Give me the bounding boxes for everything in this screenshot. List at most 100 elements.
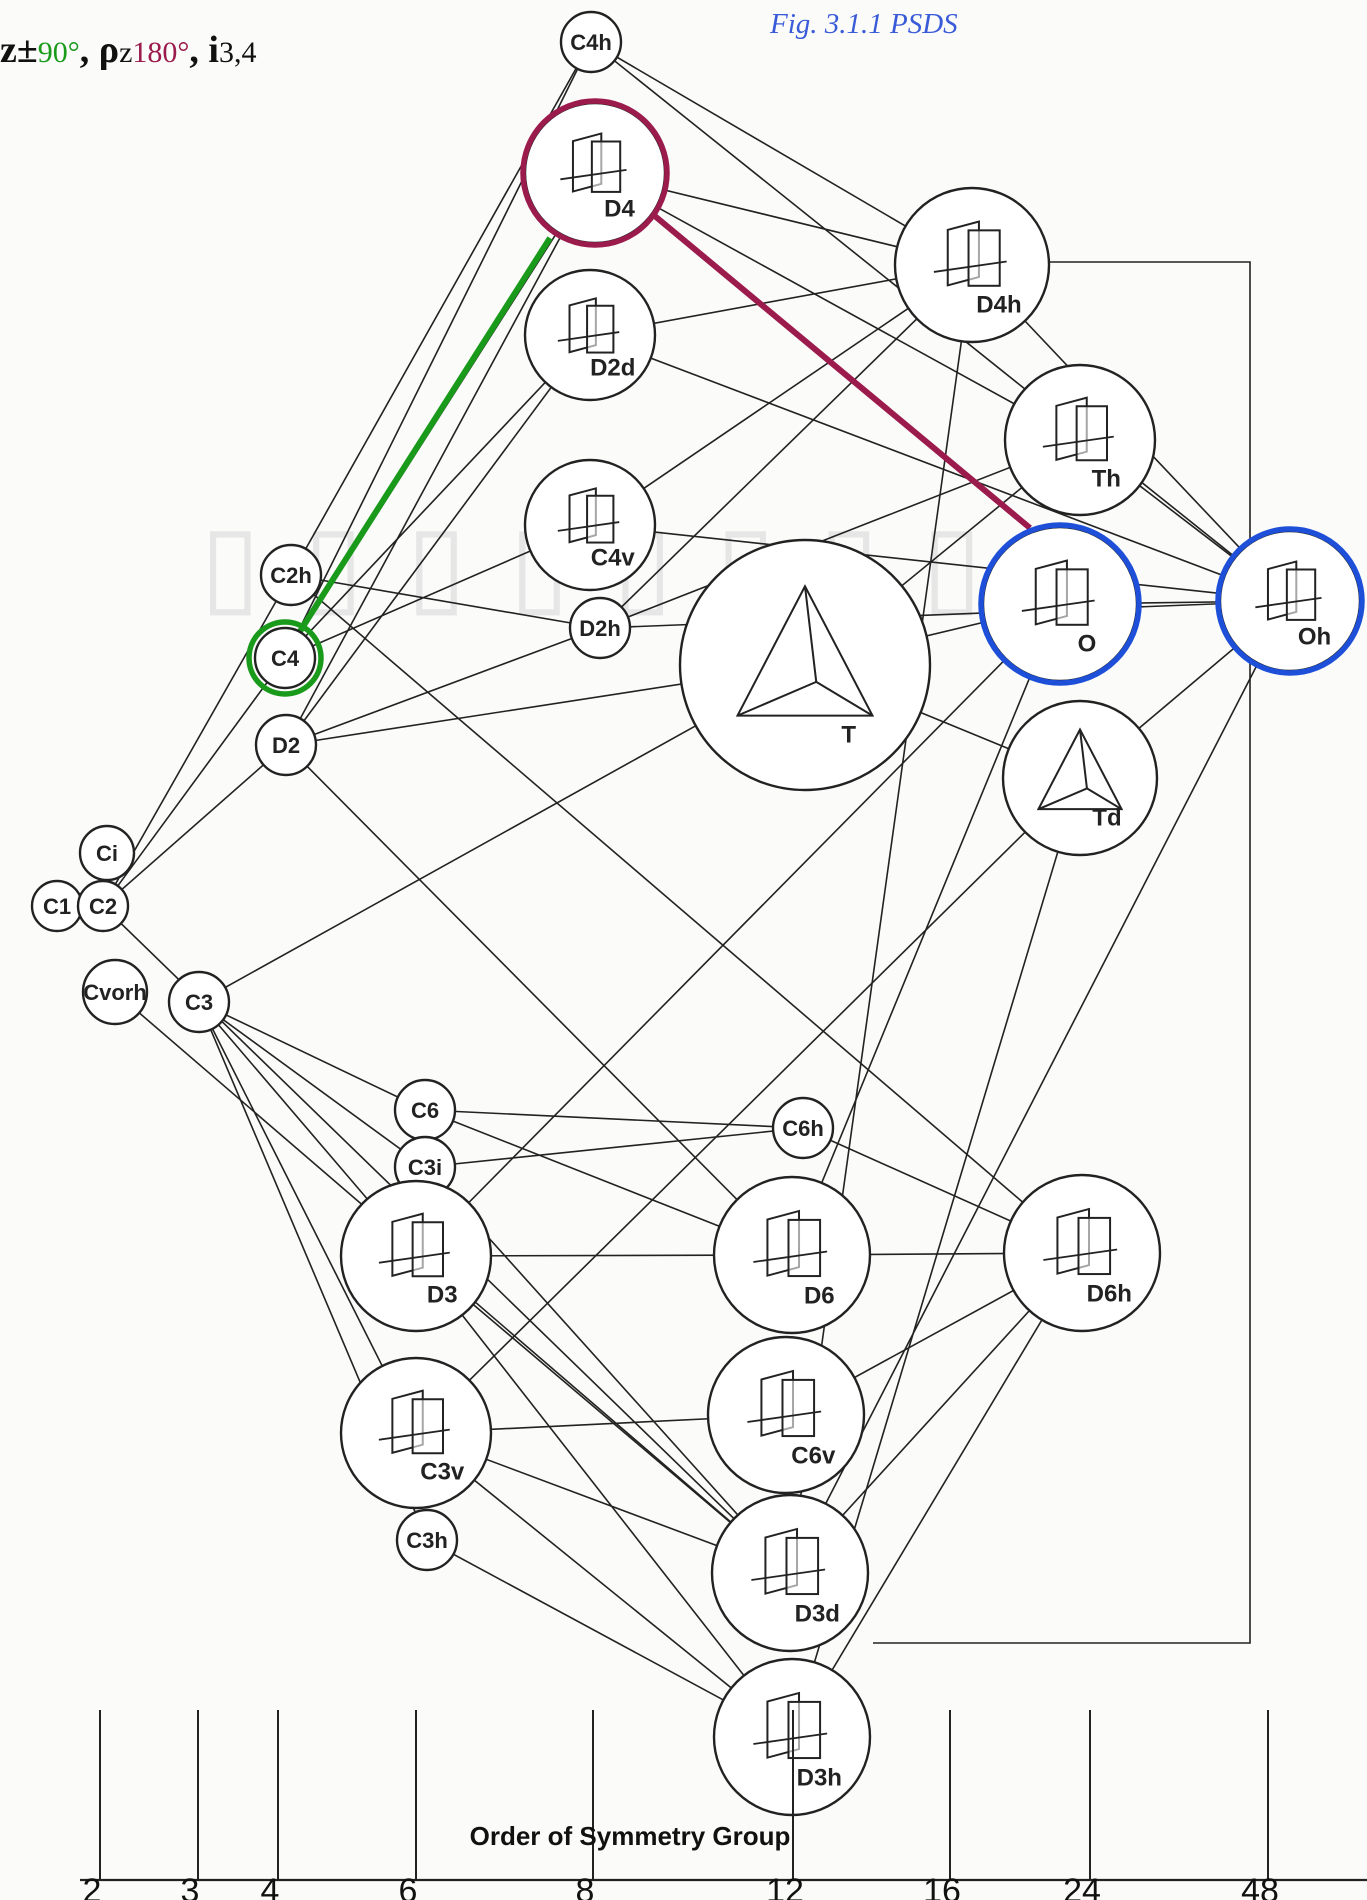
node-D6h: D6h	[1002, 1173, 1162, 1333]
node-label-D4: D4	[604, 195, 635, 222]
node-Cvorh: Cvorh	[81, 958, 149, 1026]
tick-label-8: 8	[576, 1872, 595, 1900]
edge-D3-O	[415, 603, 1061, 1257]
node-label-D2: D2	[272, 733, 300, 758]
node-label-Th: Th	[1092, 466, 1121, 493]
formula-part: , i	[189, 29, 219, 71]
node-label-C3h: C3h	[406, 1528, 448, 1553]
node-circle	[259, 543, 323, 607]
node-D2h: D2h	[568, 596, 632, 660]
node-C4v: C4v	[523, 458, 657, 592]
node-circle	[395, 1508, 459, 1572]
node-label-D6h: D6h	[1087, 1280, 1132, 1307]
node-label-D3: D3	[427, 1282, 458, 1309]
formula-angle-green: 90°	[37, 36, 80, 69]
tick-label-3: 3	[181, 1872, 200, 1900]
edges	[102, 41, 1291, 1738]
node-Oh: Oh	[1218, 529, 1362, 673]
node-label-D3d: D3d	[795, 1600, 840, 1627]
node-C3v: C3v	[339, 1356, 493, 1510]
node-O: O	[981, 525, 1139, 683]
tick-label-24: 24	[1063, 1872, 1101, 1900]
edge-D2-D2h	[285, 627, 601, 746]
node-C4h: C4h	[559, 10, 623, 74]
edge-D4-Th	[594, 172, 1081, 441]
tick-label-4: 4	[261, 1872, 280, 1900]
edge-C2-C4	[102, 657, 286, 907]
node-circle	[678, 538, 932, 792]
node-label-C3v: C3v	[420, 1459, 465, 1486]
node-circle	[254, 713, 318, 777]
node-C6h: C6h	[771, 1096, 835, 1160]
edge-D3h-D6h	[791, 1252, 1083, 1738]
node-C2: C2	[76, 879, 130, 933]
node-circle	[1001, 699, 1159, 857]
node-C6: C6	[393, 1078, 457, 1142]
operator-formula: z±90°, ρz180°, i3,4	[0, 28, 256, 72]
node-circle	[167, 970, 231, 1034]
edge-D2-D2d	[285, 334, 591, 746]
highlight-circle-Oh	[1215, 526, 1365, 676]
node-C3: C3	[167, 970, 231, 1034]
formula-angle-maroon: 180°	[132, 36, 190, 69]
node-label-C3i: C3i	[408, 1155, 442, 1180]
highlight-lines	[294, 209, 1032, 638]
node-D3d: D3d	[710, 1493, 870, 1653]
formula-part: , ρ	[79, 29, 120, 71]
node-C6v: C6v	[706, 1335, 866, 1495]
node-label-C4v: C4v	[591, 544, 636, 571]
node-label-T: T	[841, 722, 856, 749]
node-D2d: D2d	[523, 268, 657, 402]
node-label-D4h: D4h	[976, 292, 1021, 319]
node-circle	[76, 879, 130, 933]
highlight-circle-C4	[246, 619, 324, 697]
edge-C3v-Td	[415, 777, 1081, 1434]
edge-C3i-C6h	[424, 1127, 804, 1168]
node-C3h: C3h	[395, 1508, 459, 1572]
edge-D2-D4	[285, 172, 596, 746]
node-circle	[559, 10, 623, 74]
node-label-D2h: D2h	[579, 616, 621, 641]
edge-C2-D2	[102, 744, 287, 907]
node-C2h: C2h	[259, 543, 323, 607]
edge-C3-C3v	[198, 1001, 417, 1434]
node-Th: Th	[1003, 363, 1157, 517]
node-circle	[78, 824, 136, 882]
edge-Oh-bracket	[873, 261, 1251, 1644]
edge-D2-D6	[285, 744, 793, 1256]
tick-label-48: 48	[1241, 1872, 1279, 1900]
tick-label-6: 6	[399, 1872, 418, 1900]
node-label-Td: Td	[1092, 805, 1121, 832]
node-label-C2h: C2h	[270, 563, 312, 588]
tick-label-2: 2	[83, 1872, 102, 1900]
highlight-circles	[246, 98, 1365, 697]
edge-C6-C6h	[424, 1109, 804, 1129]
tick-label-16: 16	[923, 1872, 961, 1900]
node-Td: Td	[1001, 699, 1159, 857]
node-label-Ci: Ci	[96, 841, 118, 866]
node-label-C6v: C6v	[791, 1442, 836, 1469]
node-label-C6: C6	[411, 1098, 439, 1123]
edge-C2h-D2h	[290, 574, 601, 629]
node-label-D2d: D2d	[590, 354, 635, 381]
edge-C2h-D6h	[290, 574, 1083, 1254]
edge-O-D6	[791, 603, 1061, 1256]
edge-C4v-Oh	[589, 524, 1291, 602]
node-C1: C1	[30, 879, 84, 933]
edge-C3v-D3h	[415, 1432, 793, 1738]
node-label-C4: C4	[271, 646, 300, 671]
node-label-O: O	[1078, 631, 1097, 658]
edge-C3-C3i	[198, 1001, 426, 1168]
formula-part: z±	[0, 29, 38, 71]
node-D3: D3	[339, 1179, 493, 1333]
node-label-C4h: C4h	[570, 30, 612, 55]
edge-D2h-Th	[599, 439, 1081, 629]
node-C4: C4	[253, 626, 317, 690]
tick-label-12: 12	[766, 1872, 804, 1900]
node-label-C2: C2	[89, 894, 117, 919]
edge-C4-D2d	[284, 334, 591, 659]
node-D6: D6	[712, 1175, 872, 1335]
